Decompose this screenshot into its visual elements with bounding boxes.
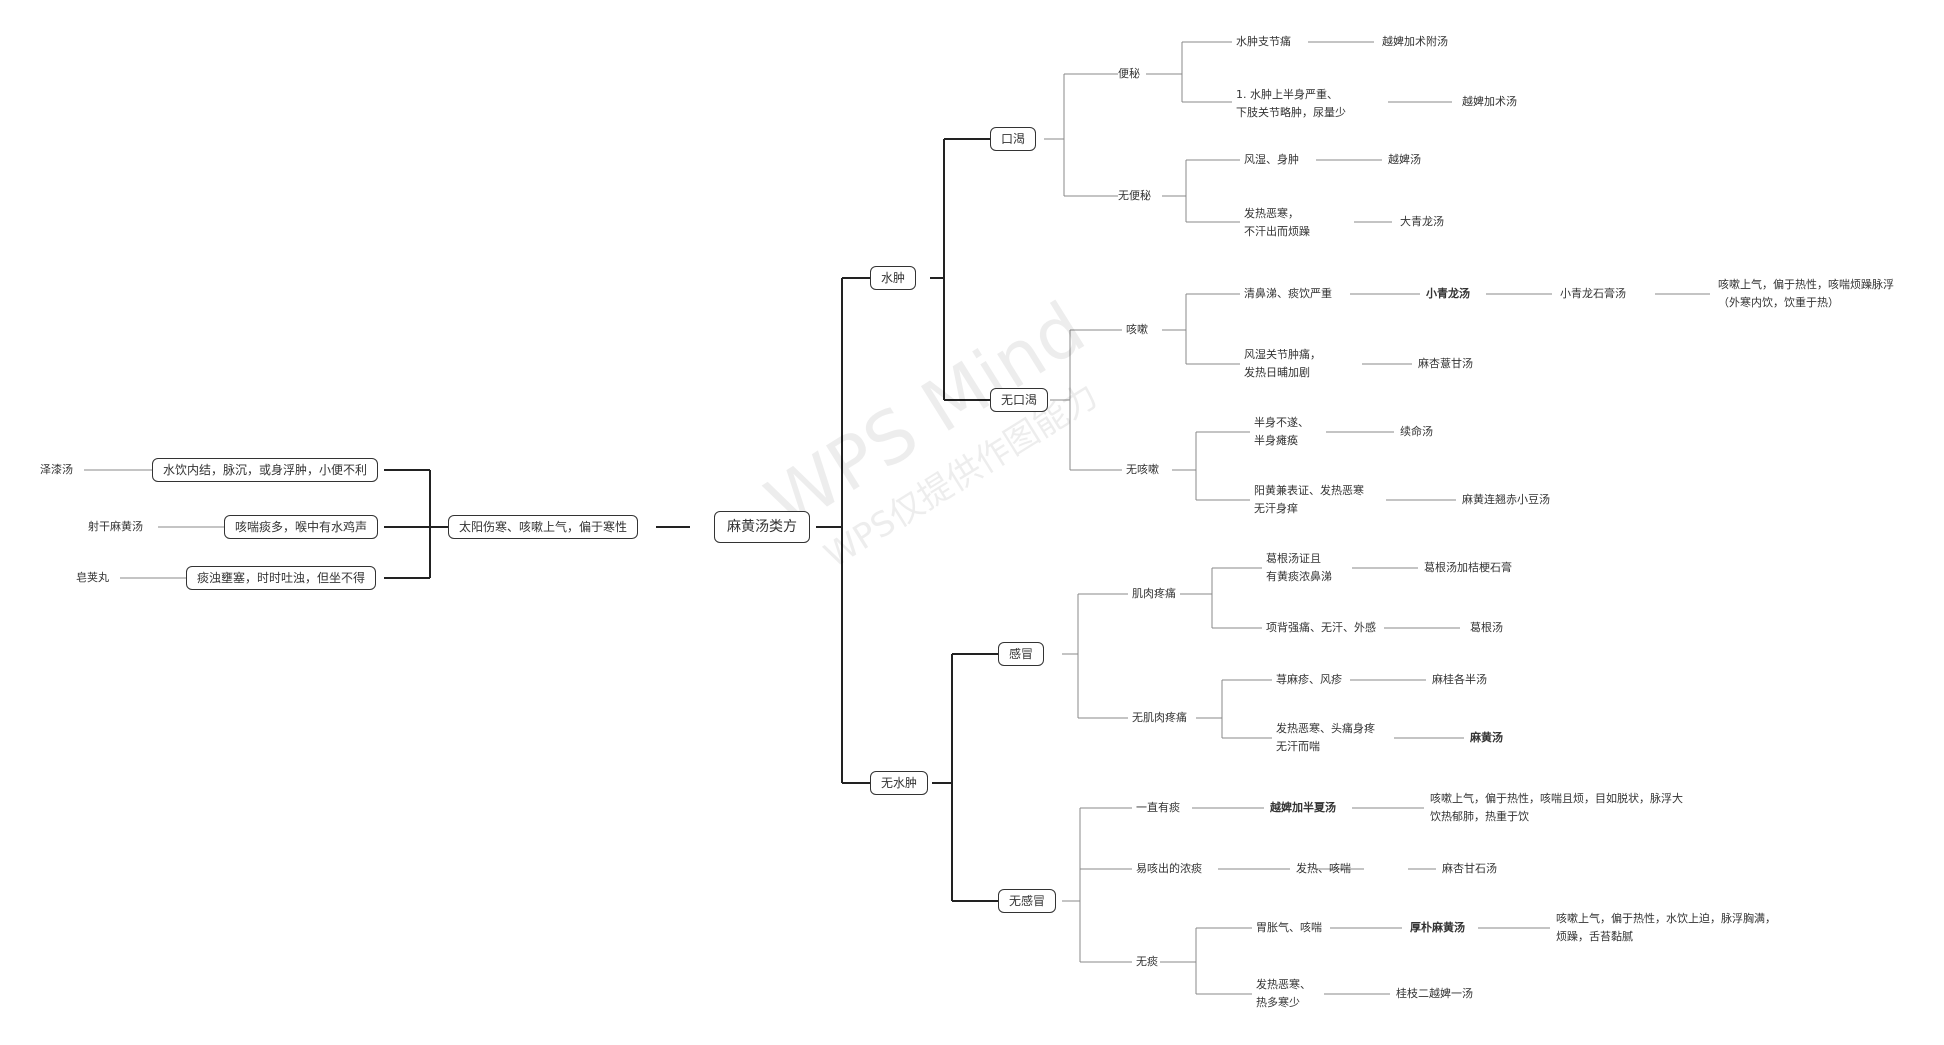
formula: 麻桂各半汤 <box>1432 673 1487 686</box>
topic-yizhi: 一直有痰 <box>1136 801 1180 814</box>
left-main-node[interactable]: 太阳伤寒、咳嗽上气，偏于寒性 <box>448 515 639 539</box>
connector <box>1308 41 1452 103</box>
connector <box>930 138 990 401</box>
connector <box>1160 927 1252 995</box>
connector <box>1172 431 1250 501</box>
branch-node-shuizhong[interactable]: 水肿 <box>870 266 917 290</box>
formula: 越婢加术附汤 <box>1382 35 1448 48</box>
formula: 葛根汤加桔梗石膏 <box>1424 561 1512 574</box>
connector <box>1350 293 1710 365</box>
formula: 越婢汤 <box>1388 153 1421 166</box>
description: （外寒内饮，饮重于热） <box>1718 296 1839 309</box>
connector <box>1350 679 1464 739</box>
condition: 水肿支节痛 <box>1236 35 1291 48</box>
connector <box>1062 807 1132 963</box>
connector <box>1062 593 1128 719</box>
condition: 项背强痛、无汗、外感 <box>1266 621 1376 634</box>
condition: 风湿、身肿 <box>1244 153 1299 166</box>
connector <box>1162 293 1240 365</box>
formula: 桂枝二越婢一汤 <box>1396 987 1473 1000</box>
left-formula: 泽漆汤 <box>40 463 73 476</box>
branch-node-kouke[interactable]: 口渴 <box>990 127 1037 151</box>
connector <box>1352 567 1460 629</box>
topic-wubianmi: 无便秘 <box>1118 189 1151 202</box>
description: 饮热郁肺，热重于饮 <box>1430 810 1529 823</box>
connector <box>1146 41 1232 103</box>
formula: 越婢加半夏汤 <box>1270 801 1336 814</box>
connector <box>816 277 870 784</box>
formula: 麻杏甘石汤 <box>1442 862 1497 875</box>
condition: 不汗出而烦躁 <box>1244 225 1310 238</box>
connector <box>932 653 998 902</box>
formula: 麻黄连翘赤小豆汤 <box>1462 493 1550 506</box>
topic-yike: 易咳出的浓痰 <box>1136 862 1202 875</box>
main-branches <box>384 138 998 902</box>
formula: 厚朴麻黄汤 <box>1410 921 1465 934</box>
description: 烦躁，舌苔黏腻 <box>1556 930 1633 943</box>
connector <box>1162 159 1240 223</box>
condition: 清鼻涕、痰饮严重 <box>1244 287 1332 300</box>
connector <box>1180 567 1262 629</box>
formula: 麻杏薏甘汤 <box>1418 357 1473 370</box>
connector <box>1326 431 1456 501</box>
condition: 有黄痰浓鼻涕 <box>1266 570 1332 583</box>
condition: 发热恶寒、 <box>1256 978 1311 991</box>
topic-wujirou: 无肌肉疼痛 <box>1132 711 1187 724</box>
description: 咳嗽上气，偏于热性，咳喘烦躁脉浮 <box>1718 278 1894 291</box>
left-condition-node[interactable]: 咳喘痰多，喉中有水鸡声 <box>224 515 379 539</box>
connector <box>1324 927 1550 995</box>
branch-node-wuganmao[interactable]: 无感冒 <box>998 889 1057 913</box>
condition: 无汗而喘 <box>1276 740 1320 753</box>
formula: 越婢加术汤 <box>1462 95 1517 108</box>
left-formula: 皂荚丸 <box>76 571 109 584</box>
formula: 续命汤 <box>1400 425 1433 438</box>
condition: 发热恶寒， <box>1244 207 1299 220</box>
condition: 阳黄兼表证、发热恶寒 <box>1254 484 1364 497</box>
condition: 发热、咳喘 <box>1296 862 1351 875</box>
condition: 胃胀气、咳喘 <box>1256 921 1322 934</box>
condition: 热多寒少 <box>1256 996 1300 1009</box>
topic-wutan: 无痰 <box>1136 955 1158 968</box>
condition: 1. 水肿上半身严重、 <box>1236 88 1338 101</box>
left-condition-node[interactable]: 痰浊壅塞，时时吐浊，但坐不得 <box>186 566 377 590</box>
condition: 发热恶寒、头痛身疼 <box>1276 722 1375 735</box>
condition: 下肢关节略肿，尿量少 <box>1236 106 1346 119</box>
formula: 葛根汤 <box>1470 621 1503 634</box>
condition: 荨麻疹、风疹 <box>1276 673 1342 686</box>
minor-branches <box>84 41 1710 995</box>
root-node[interactable]: 麻黄汤类方 <box>714 511 810 543</box>
topic-kesou: 咳嗽 <box>1126 323 1148 336</box>
condition: 半身不遂、 <box>1254 416 1309 429</box>
connector <box>384 469 448 579</box>
connector <box>1196 679 1272 739</box>
condition: 发热日晡加剧 <box>1244 366 1310 379</box>
description: 咳嗽上气，偏于热性，水饮上迫，脉浮胸满， <box>1556 912 1776 925</box>
formula: 小青龙汤 <box>1426 287 1470 300</box>
branch-node-wukouke[interactable]: 无口渴 <box>990 388 1049 412</box>
condition: 葛根汤证且 <box>1266 552 1321 565</box>
condition: 风湿关节肿痛， <box>1244 348 1321 361</box>
topic-jirou: 肌肉疼痛 <box>1132 587 1176 600</box>
condition: 半身瘫痪 <box>1254 434 1298 447</box>
description: 咳嗽上气，偏于热性，咳喘且烦，目如脱状，脉浮大 <box>1430 792 1683 805</box>
left-formula: 射干麻黄汤 <box>88 520 143 533</box>
connector <box>1316 159 1392 223</box>
formula: 大青龙汤 <box>1400 215 1444 228</box>
connector <box>84 469 224 579</box>
branch-node-ganmao[interactable]: 感冒 <box>998 642 1045 666</box>
branch-node-wushuizhong[interactable]: 无水肿 <box>870 771 929 795</box>
condition: 无汗身痒 <box>1254 502 1298 515</box>
connector <box>1044 73 1118 197</box>
topic-wukesou: 无咳嗽 <box>1126 463 1159 476</box>
formula: 麻黄汤 <box>1470 731 1503 744</box>
connector <box>1050 329 1122 471</box>
formula: 小青龙石膏汤 <box>1560 287 1626 300</box>
left-condition-node[interactable]: 水饮内结，脉沉，或身浮肿，小便不利 <box>152 458 379 482</box>
topic-bianmi: 便秘 <box>1118 67 1140 80</box>
